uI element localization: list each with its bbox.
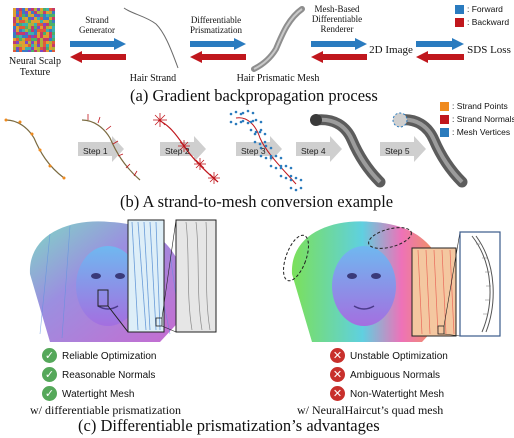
conversion-strip: [4, 109, 468, 192]
hair-prism-mesh-label: Hair Prismatic Mesh: [236, 73, 320, 84]
vertex-strand: [229, 109, 303, 192]
step-1-label: Step 1: [83, 146, 108, 156]
render-left: [29, 219, 217, 342]
render-right: [283, 221, 501, 342]
step-2-label: Step 2: [165, 146, 190, 156]
disadvantage-item: ✕Non-Watertight Mesh: [330, 383, 448, 402]
legend-strand-points: : Strand Points: [440, 100, 508, 112]
diff-prism-label: Differentiable Prismatization: [190, 15, 242, 35]
prismatic-mesh-tube: [251, 6, 305, 72]
caption-b: (b) A strand-to-mesh conversion example: [120, 192, 394, 211]
advantage-item: ✓Reasonable Normals: [42, 364, 157, 383]
step-4-label: Step 4: [301, 146, 326, 156]
check-icon: ✓: [42, 366, 57, 382]
check-icon: ✓: [42, 385, 57, 401]
arrows-pair-3: [311, 38, 367, 63]
check-icon: ✓: [42, 347, 57, 363]
strand-with-normals: [81, 114, 141, 181]
backward-arrow: [70, 51, 126, 63]
forward-arrow: [190, 38, 246, 50]
cross-icon: ✕: [330, 347, 345, 363]
left-subtitle: w/ differentiable prismatization: [30, 403, 182, 417]
strand-generator-label: Strand Generator: [79, 15, 115, 35]
cross-icon: ✕: [330, 366, 345, 382]
step-arrows: [78, 136, 426, 162]
advantage-item: ✓Watertight Mesh: [42, 383, 157, 402]
arrows-pair-4: [416, 38, 464, 63]
starburst-strand: [153, 113, 220, 184]
step-3-label: Step 3: [241, 146, 266, 156]
backward-arrow: [311, 51, 367, 63]
caption-a: (a) Gradient backpropagation process: [130, 86, 378, 105]
forward-arrow: [416, 38, 464, 50]
forward-arrow: [311, 38, 367, 50]
legend-mesh-vertices: : Mesh Vertices: [440, 126, 510, 138]
sds-loss-label: SDS Loss: [467, 44, 511, 56]
backward-arrow: [416, 51, 464, 63]
left-advantages: ✓Reliable Optimization ✓Reasonable Norma…: [42, 345, 157, 402]
hair-strand-label: Hair Strand: [129, 73, 177, 84]
disadvantage-item: ✕Ambiguous Normals: [330, 364, 448, 383]
tube-mesh-2: [392, 112, 468, 188]
cross-icon: ✕: [330, 385, 345, 401]
image-2d-label: 2D Image: [369, 44, 413, 56]
legend-backward: : Backward: [455, 16, 509, 28]
noise-texture: [13, 8, 55, 52]
legend-forward: : Forward: [455, 3, 503, 15]
raw-strand: [4, 118, 66, 180]
caption-c: (c) Differentiable prismatization’s adva…: [78, 416, 380, 435]
renderer-label: Mesh-Based Differentiable Renderer: [311, 4, 363, 34]
backward-arrow: [190, 51, 246, 63]
arrows-pair-2: [190, 38, 246, 63]
forward-arrow: [70, 38, 126, 50]
right-disadvantages: ✕Unstable Optimization ✕Ambiguous Normal…: [330, 345, 448, 402]
advantage-item: ✓Reliable Optimization: [42, 345, 157, 364]
right-subtitle: w/ NeuralHaircut’s quad mesh: [297, 403, 444, 417]
tube-mesh-1: [310, 114, 386, 188]
hair-strand-curve: [123, 7, 179, 69]
step-5-label: Step 5: [385, 146, 410, 156]
disadvantage-item: ✕Unstable Optimization: [330, 345, 448, 364]
arrows-pair-1: [70, 38, 126, 63]
neural-scalp-label: Neural Scalp Texture: [9, 56, 61, 78]
legend-strand-normals: : Strand Normals: [440, 113, 514, 125]
